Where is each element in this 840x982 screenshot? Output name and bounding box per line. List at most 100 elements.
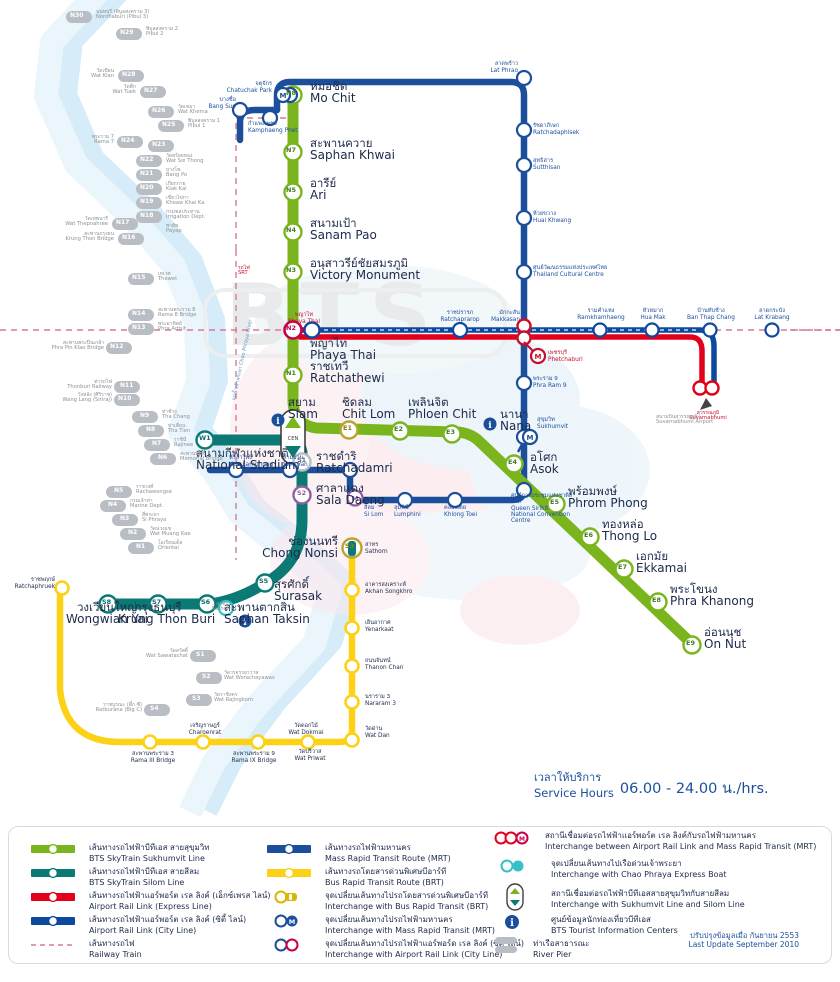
tourist-info-markers[interactable]: i i i [238, 413, 497, 629]
station-code-e8: E8 [652, 596, 661, 604]
station-code-s3: S3 [345, 542, 355, 550]
station-label-surasak: สุรศักดิ์Surasak [274, 577, 323, 604]
arl-express-line [297, 334, 705, 388]
pier-code-n15: N15 [132, 274, 146, 281]
pier-code-n27: N27 [144, 87, 158, 94]
arl-suvarnabhumi-terminus[interactable] [692, 380, 720, 411]
pier-code-n5: N5 [114, 487, 124, 494]
station-code-e3: E3 [446, 428, 455, 436]
boat-pier-markers[interactable] [66, 11, 222, 716]
pier-code-s2: S2 [202, 673, 211, 680]
service-hours-block: เวลาให้บริการ Service Hours 06.00 - 24.0… [534, 768, 769, 800]
line-swatch-blue-icon [31, 915, 75, 927]
arl-label-suvarnabhumi: สุวรรณภูมิSuvarnabhumi [689, 410, 727, 422]
pier-code-n28: N28 [122, 71, 136, 78]
station-code-e5: E5 [550, 498, 559, 506]
pier-code-n7: N7 [152, 440, 162, 447]
service-hours-label-th: เวลาให้บริการ [534, 771, 602, 784]
bts-watermark: BTS [225, 266, 441, 366]
pier-code-n20: N20 [140, 184, 154, 191]
station-label-victory-monument: อนุสาวรีย์ชัยสมรภูมิVictory Monument [310, 256, 421, 283]
pier-code-n11: N11 [120, 382, 134, 389]
pier-label-n30: นนทบุรี (พิบูลสงคราม 3)Nonthaburi (Pibul… [96, 9, 150, 21]
station-code-n5: N5 [286, 186, 296, 194]
arl-ratchaprarop-station[interactable] [451, 321, 469, 339]
brt-label-wat-dokmai: วัดดอกไม้Wat Dokmai [288, 723, 324, 736]
pier-code-n8: N8 [146, 426, 156, 433]
mrt-label-queen-sirikit: ศูนย์การประชุมแห่งชาติสิริกิติ์Queen Sir… [511, 493, 573, 524]
legend-item-brt: เส้นทางรถโดยสารด่วนพิเศษบีอาร์ทีBus Rapi… [267, 865, 446, 887]
tourist-info-icon: i [505, 915, 519, 929]
station-siam-interchange[interactable]: CEN [280, 409, 306, 465]
pier-code-n13: N13 [132, 324, 146, 331]
station-label-chong-nonsi: ช่องนนทรีChong Nonsi [262, 534, 338, 561]
pier-label-n10: วังหลัง (ศิริราช)Wang Lang (Siriraj) [62, 392, 112, 404]
service-hours-label-en: Service Hours [534, 786, 614, 800]
brt-station-dots[interactable] [54, 580, 360, 750]
pier-code-n3: N3 [120, 515, 130, 522]
pier-code-n6: N6 [158, 454, 168, 461]
silom-station-dots[interactable] [98, 430, 363, 617]
station-code-e7: E7 [618, 563, 627, 571]
arl-makkasan-interchange[interactable]: M [516, 318, 547, 365]
pier-code-n2: N2 [128, 529, 138, 536]
pier-label-s1: วัดสวัสดิ์Wat Sawatachat [145, 648, 188, 660]
pier-code-n4: N4 [108, 501, 118, 508]
arl-east-stations[interactable] [592, 322, 780, 338]
phaya-thai-arl-interchange[interactable] [301, 321, 321, 339]
interchange-brt-icon [274, 890, 297, 904]
station-code-s5: S5 [259, 577, 269, 585]
pier-code-n26: N26 [152, 107, 166, 114]
svg-text:M: M [289, 918, 295, 926]
line-swatch-teal-icon [31, 867, 75, 879]
pier-code-s4: S4 [150, 705, 159, 712]
sukhumvit-station-dots[interactable] [283, 85, 702, 655]
station-code-s8: S8 [102, 598, 112, 606]
pier-code-n10: N10 [118, 395, 132, 402]
svg-text:M: M [352, 495, 359, 503]
station-code-s7: S7 [152, 598, 162, 606]
mrt-label-phetchaburi: เพชรบุรีPhetchaburi [548, 350, 583, 363]
station-code-e4: E4 [508, 458, 517, 466]
station-code-n1: N1 [286, 369, 296, 377]
svg-text:M: M [519, 836, 525, 843]
pier-code-n22: N22 [140, 156, 154, 163]
mrt-station-dots[interactable]: M M M [227, 69, 539, 509]
